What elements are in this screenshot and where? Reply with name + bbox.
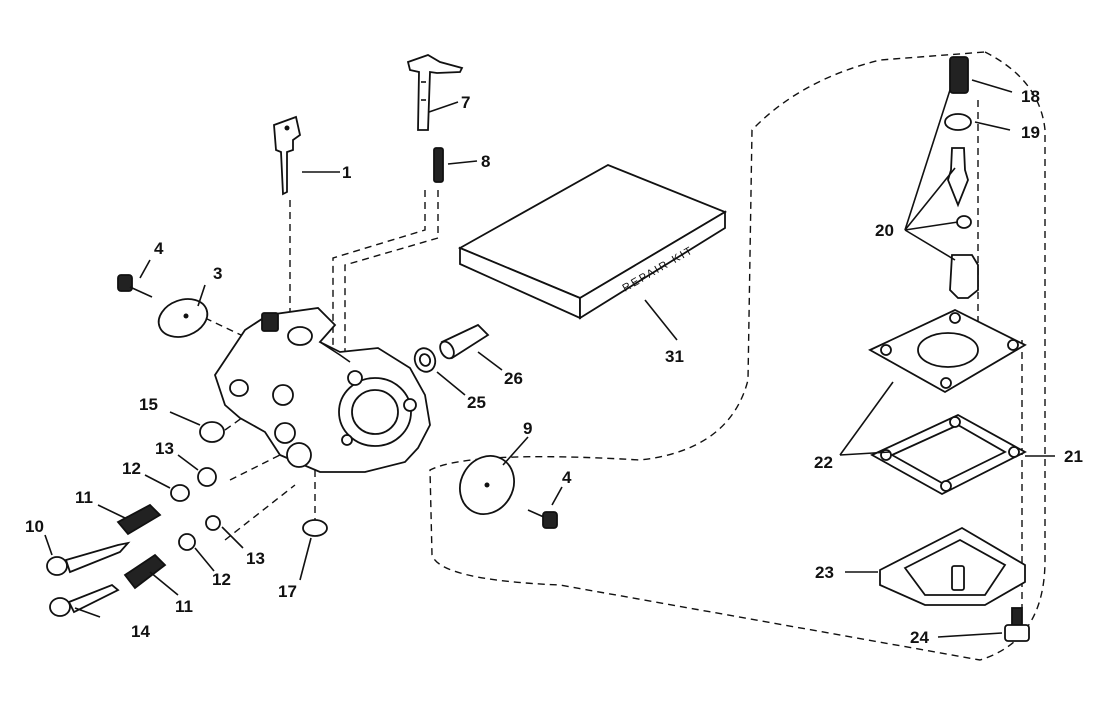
callout-31: 31	[665, 347, 684, 366]
callout-12-upper: 12	[122, 459, 141, 478]
choke-plate-part	[459, 455, 515, 515]
cover-screw-part	[1004, 607, 1030, 642]
inlet-needle-seat-assembly	[944, 56, 979, 299]
callout-10: 10	[25, 517, 44, 536]
callout-20: 20	[875, 221, 894, 240]
callout-18: 18	[1021, 87, 1040, 106]
callout-11-upper: 11	[75, 488, 93, 507]
throttle-plate-screw-part	[117, 274, 153, 298]
leader-lines	[44, 79, 1055, 638]
callout-7: 7	[461, 93, 470, 112]
throttle-shaft-part	[273, 115, 302, 196]
kit-enclosure-dashed-outline	[429, 51, 1046, 661]
callout-19: 19	[1021, 123, 1040, 142]
callout-24: 24	[910, 628, 929, 647]
callout-21: 21	[1064, 447, 1083, 466]
callout-8: 8	[481, 152, 490, 171]
fuel-inlet-gasket-part	[413, 347, 437, 373]
callout-4-right: 4	[562, 468, 572, 487]
callout-12-lower: 12	[212, 570, 231, 589]
callout-1: 1	[342, 163, 351, 182]
choke-shaft-part	[406, 54, 464, 131]
diaphragm-gasket-part	[870, 413, 1027, 496]
callout-25: 25	[467, 393, 486, 412]
pump-cover-part	[879, 526, 1026, 606]
callout-22: 22	[814, 453, 833, 472]
choke-spring-part	[433, 147, 444, 183]
fuel-inlet-fitting-part	[439, 323, 490, 360]
callout-9: 9	[523, 419, 532, 438]
callout-11-lower: 11	[175, 597, 193, 616]
callout-4-left: 4	[154, 239, 164, 258]
callout-13-lower: 13	[246, 549, 265, 568]
choke-plate-screw-part	[527, 509, 558, 529]
callout-15: 15	[139, 395, 158, 414]
repair-kit-box-part: REPAIR KIT	[457, 164, 728, 320]
callout-26: 26	[504, 369, 523, 388]
callout-13-upper: 13	[155, 439, 174, 458]
throttle-plate-part	[157, 298, 209, 338]
diaphragm-part	[868, 308, 1027, 394]
callout-3: 3	[213, 264, 222, 283]
callout-14: 14	[131, 622, 150, 641]
needle-assemblies	[46, 467, 328, 617]
welch-plug-part	[199, 421, 225, 443]
carburetor-body-part	[214, 307, 431, 473]
callout-23: 23	[815, 563, 834, 582]
callout-labels: 1 3 4 7 8 9 4 15 13 12 11 10 14 11 12 13…	[25, 87, 1083, 647]
callout-17: 17	[278, 582, 297, 601]
